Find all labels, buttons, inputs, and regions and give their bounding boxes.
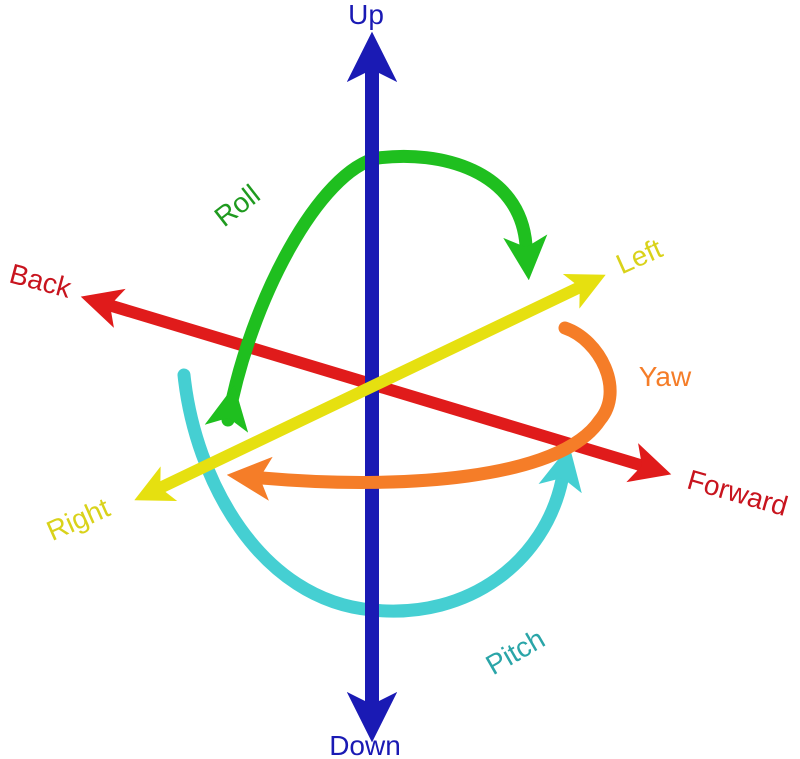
left-right-axis <box>134 273 606 502</box>
label-up: Up <box>348 0 384 30</box>
label-roll: Roll <box>209 178 266 232</box>
label-left: Left <box>611 233 666 280</box>
label-down: Down <box>329 730 401 759</box>
label-pitch: Pitch <box>481 623 550 681</box>
label-forward: Forward <box>684 464 791 522</box>
yaw-arc <box>226 321 617 501</box>
label-right: Right <box>42 492 115 547</box>
label-yaw: Yaw <box>639 361 692 392</box>
label-back: Back <box>6 258 75 304</box>
